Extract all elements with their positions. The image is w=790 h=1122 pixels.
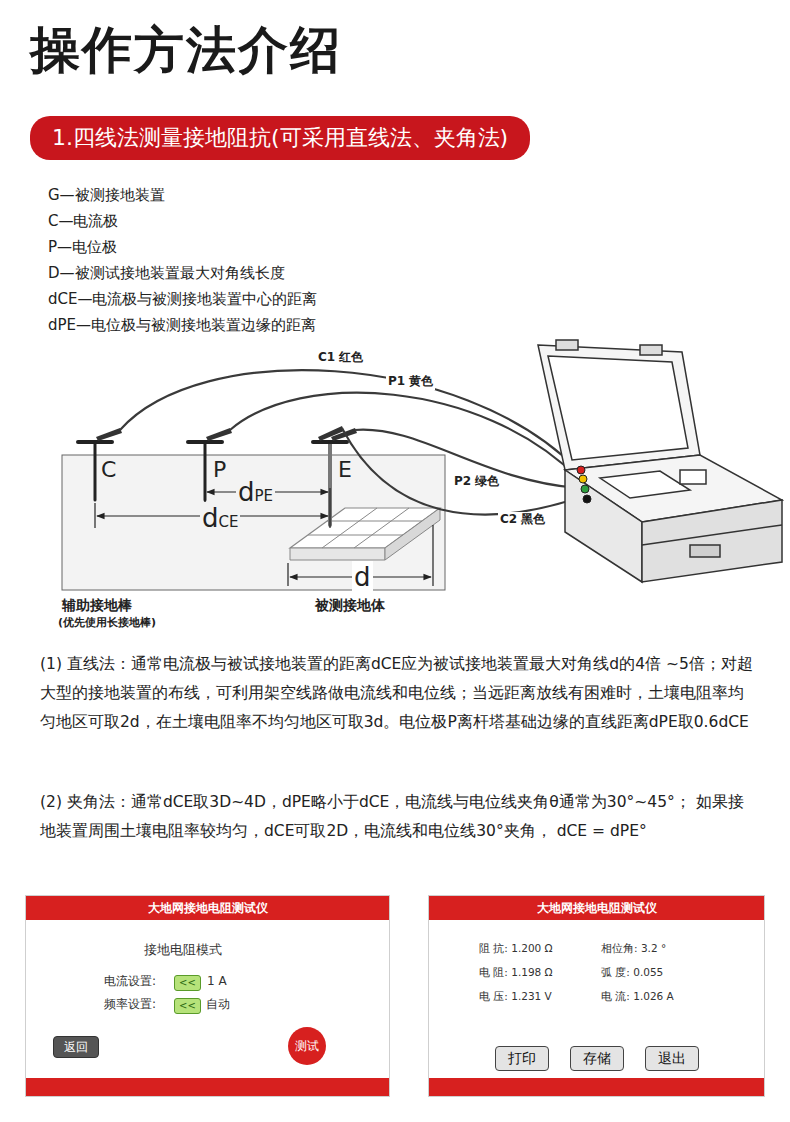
page-title: 操作方法介绍 — [30, 18, 342, 83]
screen-text: 频率设置: — [104, 997, 156, 1013]
dimension-line — [432, 525, 433, 586]
ground-block — [62, 455, 445, 590]
alligator-clip — [206, 428, 232, 441]
terminal-socket — [577, 466, 585, 474]
node-label: 测试 — [295, 1038, 319, 1054]
ground-rod — [188, 440, 222, 444]
key-line: C—电流极 — [48, 212, 118, 232]
tester-case — [690, 545, 720, 557]
ground-rod — [313, 440, 347, 444]
alligator-clip — [318, 426, 344, 441]
grounding-grid — [290, 548, 385, 560]
part-note: (优先使用长接地棒) — [58, 616, 156, 630]
tester-case — [538, 340, 782, 582]
terminal-socket — [583, 495, 591, 503]
screen-footer — [26, 1078, 389, 1096]
node-label: << — [179, 999, 196, 1013]
node-label: 退出 — [658, 1049, 686, 1068]
screen-text: 电 压: 1.231 V — [479, 990, 552, 1004]
electrode-name: P — [213, 456, 226, 485]
screen-header: 大地网接地电阻测试仪 — [26, 896, 389, 920]
wire-label: C1 红色 — [316, 350, 365, 366]
screen-header: 大地网接地电阻测试仪 — [429, 896, 764, 920]
arrow-button: << — [174, 975, 201, 991]
key-line: dPE—电位极与被测接地装置边缘的距离 — [48, 316, 316, 336]
key-line: D—被测试接地装置最大对角线长度 — [48, 264, 285, 284]
tester-case — [642, 500, 782, 582]
test-button: 测试 — [288, 1027, 326, 1065]
screen-footer — [429, 1078, 764, 1096]
tester-case — [538, 345, 700, 470]
screen-text: 1 A — [207, 974, 227, 990]
ground-rod — [94, 442, 97, 500]
menu-button: 打印 — [495, 1046, 549, 1071]
dimension-label: d — [352, 561, 373, 595]
tester-case — [600, 471, 690, 498]
ground-rod — [78, 440, 112, 444]
key-line: G—被测接地装置 — [48, 186, 165, 206]
screen-text: 自动 — [206, 997, 230, 1013]
node-label: 存储 — [583, 1049, 611, 1068]
node-label: 1.四线法测量接地阻抗(可采用直线法、夹角法) — [52, 123, 508, 153]
key-line: P—电位极 — [48, 238, 117, 258]
test-lead — [120, 370, 578, 470]
screen-text: 电 阻: 1.198 Ω — [479, 966, 553, 980]
ground-block — [62, 455, 445, 590]
node-label: 返回 — [64, 1039, 88, 1055]
tester-case — [642, 525, 782, 545]
menu-button: 退出 — [645, 1046, 699, 1071]
dimension-line — [329, 488, 330, 528]
node-label: << — [179, 976, 196, 990]
dimension-label: dCE — [200, 502, 240, 536]
electrode-name: E — [338, 456, 352, 485]
electrode-name: C — [101, 456, 116, 485]
screen-text: 弧 度: 0.055 — [601, 966, 663, 980]
terminal-socket — [577, 466, 591, 503]
node-label: 打印 — [508, 1049, 536, 1068]
part-name: 辅助接地棒 — [62, 596, 132, 614]
alligator-clip — [96, 428, 122, 441]
menu-button: 存储 — [570, 1046, 624, 1071]
grounding-grid — [327, 521, 422, 522]
wire-label: P1 黄色 — [386, 374, 435, 390]
screen-text: 阻 抗: 1.200 Ω — [479, 942, 553, 956]
screen-text: 接地电阻模式 — [144, 942, 222, 959]
screen-panel: 大地网接地电阻测试仪<<>><<>>返回测试接地电阻模式电流设置:1 A频率设置… — [25, 895, 390, 1097]
tester-case — [640, 345, 662, 355]
key-line: dCE—电流极与被测接地装置中心的距离 — [48, 290, 317, 310]
grounding-grid — [354, 508, 409, 548]
screen-text: 电流设置: — [104, 974, 156, 990]
node-label: 大地网接地电阻测试仪 — [148, 900, 268, 916]
dimension-line — [94, 503, 95, 528]
part-name: 被测接地体 — [315, 596, 385, 614]
terminal-socket — [581, 485, 589, 493]
arrow-button: << — [174, 998, 201, 1014]
tester-case — [680, 470, 706, 484]
paragraph: (2) 夹角法：通常dCE取3D~4D，dPE略小于dCE，电流线与电位线夹角θ… — [40, 788, 755, 846]
ground-rod — [204, 442, 207, 500]
grounding-grid — [385, 508, 440, 560]
node-label: 大地网接地电阻测试仪 — [537, 900, 657, 916]
tester-case — [556, 340, 578, 350]
tester-case — [548, 356, 688, 460]
test-lead — [120, 370, 578, 514]
paragraph: (1) 直线法：通常电流极与被试接地装置的距离dCE应为被试接地装置最大对角线d… — [40, 650, 755, 737]
wire-label: C2 黑色 — [498, 512, 547, 528]
screen-text: 电 流: 1.026 A — [601, 990, 674, 1004]
back-button: 返回 — [53, 1036, 99, 1058]
wire-label: P2 绿色 — [452, 474, 501, 490]
screen-panel: 大地网接地电阻测试仪打印 存储 退出 阻 抗: 1.200 Ω 相位角: 3.2 ° 电 … — [428, 895, 765, 1097]
grounding-grid — [308, 535, 403, 536]
dimension-label: dPE — [236, 476, 275, 510]
screen-text: 相位角: 3.2 ° — [601, 942, 666, 956]
dimension-line — [287, 563, 288, 586]
alligator-clip — [96, 426, 357, 441]
test-lead — [342, 428, 578, 515]
section-banner: 1.四线法测量接地阻抗(可采用直线法、夹角法) — [30, 116, 530, 160]
terminal-socket — [579, 475, 587, 483]
